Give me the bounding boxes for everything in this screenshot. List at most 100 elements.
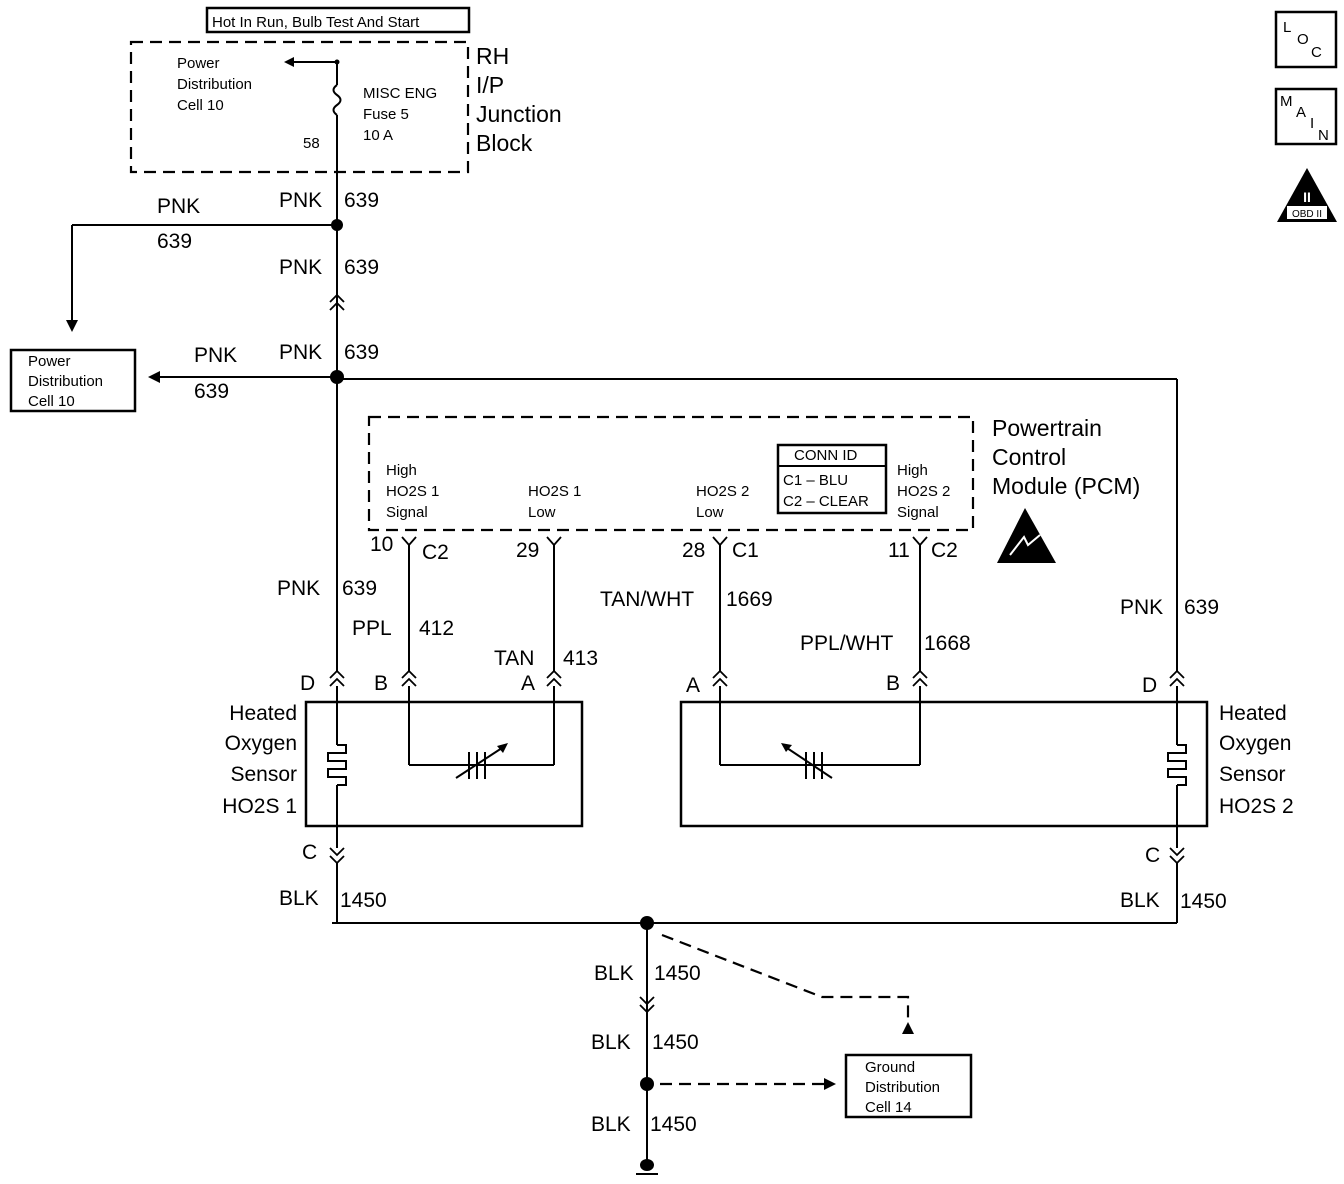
wire-639-b: 639 [344,256,379,279]
wire-639-c: 639 [344,341,379,364]
jb-name-1: RH [476,43,509,69]
wire-blk-s1: BLK [279,887,319,910]
power-distribution-left: Power Distribution Cell 10 [9,348,137,413]
wire-blk-g2: BLK [591,1031,631,1054]
pin-29: 29 [516,539,539,562]
s1-name-2: Oxygen [225,732,297,755]
wire-639-s2: 639 [1184,596,1219,619]
wire-1668: 1668 [924,632,971,655]
wire-639-s1: 639 [342,577,377,600]
sensor-ho2s1: D B A C Heated Oxygen Sensor HO2S 1 [222,672,584,864]
wire-413: 413 [563,647,598,670]
s2-name-1: Heated [1219,702,1287,725]
ground-circuit: BLK 1450 BLK 1450 BLK 1450 BLK 1450 BLK … [279,863,1227,1175]
wire-1450-s1: 1450 [340,889,387,912]
s2-name-3: Sensor [1219,763,1286,786]
pcm-pin29-line-1: HO2S 1 [528,483,581,500]
pcm-pin10-line-2: HO2S 1 [386,483,439,500]
s1-pin-b: B [374,672,388,695]
wire-blk-s2: BLK [1120,889,1160,912]
jb-power-line-1: Power [177,55,220,72]
main-icon: M A I N [1274,87,1338,146]
s1-name-3: Sensor [230,763,297,786]
signal-wires: PPL 412 TAN 413 TAN/WHT 1669 PPL/WHT 166… [352,545,971,672]
s1-pin-a: A [521,672,535,695]
pcm-pin11-line-3: Signal [897,504,939,521]
wire-1450-g3: 1450 [650,1113,697,1136]
conn-id-c1: C1 – BLU [783,472,848,489]
wire-pnk-a: PNK [279,189,322,212]
wire-tan: TAN [494,647,534,670]
jb-name-3: Junction [476,101,562,127]
fuse-line-3: 10 A [363,127,393,144]
pin-10-conn: C2 [422,541,449,564]
wire-639-left-2: 639 [194,380,229,403]
splice-ground-lower [640,1077,654,1091]
wire-639-a: 639 [344,189,379,212]
gd-line-2: Distribution [865,1079,940,1096]
pcm-pin10-line-3: Signal [386,504,428,521]
pcm-pin28-line-1: HO2S 2 [696,483,749,500]
jb-power-line-3: Cell 10 [177,97,224,114]
s2-name-2: Oxygen [1219,732,1291,755]
pin-28: 28 [682,539,705,562]
pcm-pin-labels: 10 C2 29 28 C1 11 C2 [370,533,958,564]
pcm-pin28-line-2: Low [696,504,724,521]
s2-pin-d: D [1142,674,1157,697]
s2-pin-c: C [1145,844,1160,867]
wire-ppl: PPL [352,617,392,640]
wire-1450-g1: 1450 [654,962,701,985]
s1-pin-c: C [302,841,317,864]
loc-letter-1: L [1283,19,1291,36]
wire-1669: 1669 [726,588,773,611]
pcm-name-1: Powertrain [992,415,1102,441]
s1-pin-d: D [300,672,315,695]
esd-warning-icon [997,508,1056,563]
gd-line-3: Cell 14 [865,1099,912,1116]
obd-ii-icon: II OBD II [1277,168,1337,222]
wire-pnk-s2: PNK [1120,596,1163,619]
obd-roman: II [1303,189,1311,205]
loc-letter-3: C [1311,44,1322,61]
wire-blk-g3: BLK [591,1113,631,1136]
main-letter-3: I [1310,115,1314,132]
main-letter-1: M [1280,93,1293,110]
wire-pnk-left-1: PNK [157,195,200,218]
sensor-ho2s2: A B D C Heated Oxygen Sensor HO2S 2 [679,672,1294,867]
pd-left-line-3: Cell 10 [28,393,75,410]
wire-412: 412 [419,617,454,640]
sensor-connectors [329,669,1185,865]
junction-block: Power Distribution Cell 10 MISC ENG Fuse… [129,40,562,174]
pin-11: 11 [888,539,910,562]
fuse-line-2: Fuse 5 [363,106,409,123]
wire-pnk-s1: PNK [277,577,320,600]
jb-name-4: Block [476,130,533,156]
main-letter-4: N [1318,127,1329,144]
fuse-line-1: MISC ENG [363,85,437,102]
wire-639-left-1: 639 [157,230,192,253]
pcm-pin10-line-1: High [386,462,417,479]
conn-id-c2: C2 – CLEAR [783,493,869,510]
wire-pplwht: PPL/WHT [800,632,894,655]
fuse-terminal: 58 [303,135,320,152]
jb-name-2: I/P [476,72,504,98]
gd-line-1: Ground [865,1059,915,1076]
wire-1450-g2: 1450 [652,1031,699,1054]
s1-name-4: HO2S 1 [222,795,297,818]
pcm-pin11-line-1: High [897,462,928,479]
jb-power-line-2: Distribution [177,76,252,93]
pcm-pin29-line-2: Low [528,504,556,521]
wire-blk-g1: BLK [594,962,634,985]
ground-icon [636,1159,658,1175]
pnk-feed: PNK 639 PNK 639 PNK 639 PNK 639 PNK 639 … [66,172,1219,672]
pin-11-conn: C2 [931,539,958,562]
pcm-name-2: Control [992,444,1066,470]
condition-header: Hot In Run, Bulb Test And Start [205,6,471,34]
condition-text: Hot In Run, Bulb Test And Start [212,14,420,31]
heater-icon [327,744,347,786]
s2-name-4: HO2S 2 [1219,795,1294,818]
pd-left-line-1: Power [28,353,71,370]
fuse-icon [284,57,342,172]
s2-pin-b: B [886,672,900,695]
